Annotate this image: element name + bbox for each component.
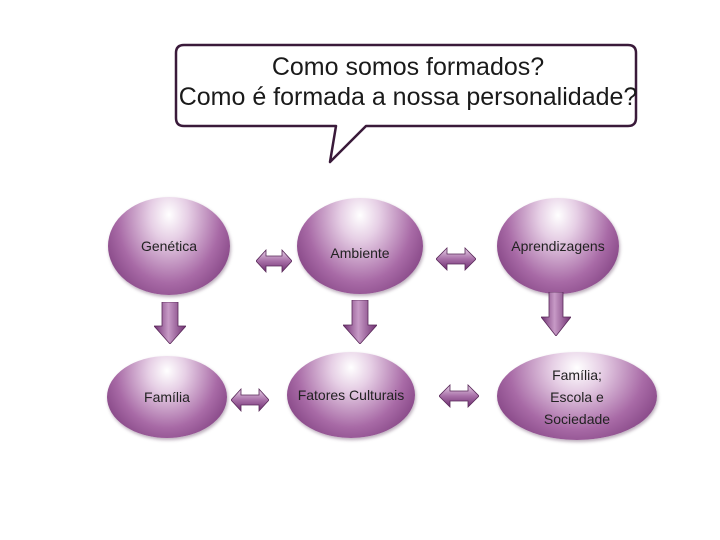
double-arrow-icon [439,384,479,408]
node-aprendizagens-label: Aprendizagens [511,238,605,254]
node-familia-escola-sociedade [497,352,657,440]
node-familia-escola-sociedade-label: Família; Escola e Sociedade [543,367,611,427]
node-fatores-culturais [287,352,415,438]
node-aprendizagens [497,198,619,294]
down-arrow-icon [343,300,377,344]
double-arrow-icon [231,387,269,413]
node-familia-label: Família [144,389,190,405]
down-arrow-icon [541,292,571,336]
node-fatores-culturais-label: Fatores Culturais [297,387,405,403]
node-ambiente-label: Ambiente [330,245,390,261]
node-familia [107,356,227,438]
down-arrow-icon [154,302,186,344]
callout-line-2: Como é formada a nossa personalidade? [178,83,638,111]
node-genetica [108,197,230,295]
node-genetica-label: Genética [140,238,198,254]
callout-line-1: Como somos formados? [271,53,545,81]
double-arrow-icon [256,248,292,274]
callout-text: Como somos formados? Como é formada a no… [178,52,638,112]
node-ambiente [297,198,423,294]
double-arrow-icon [436,247,476,271]
